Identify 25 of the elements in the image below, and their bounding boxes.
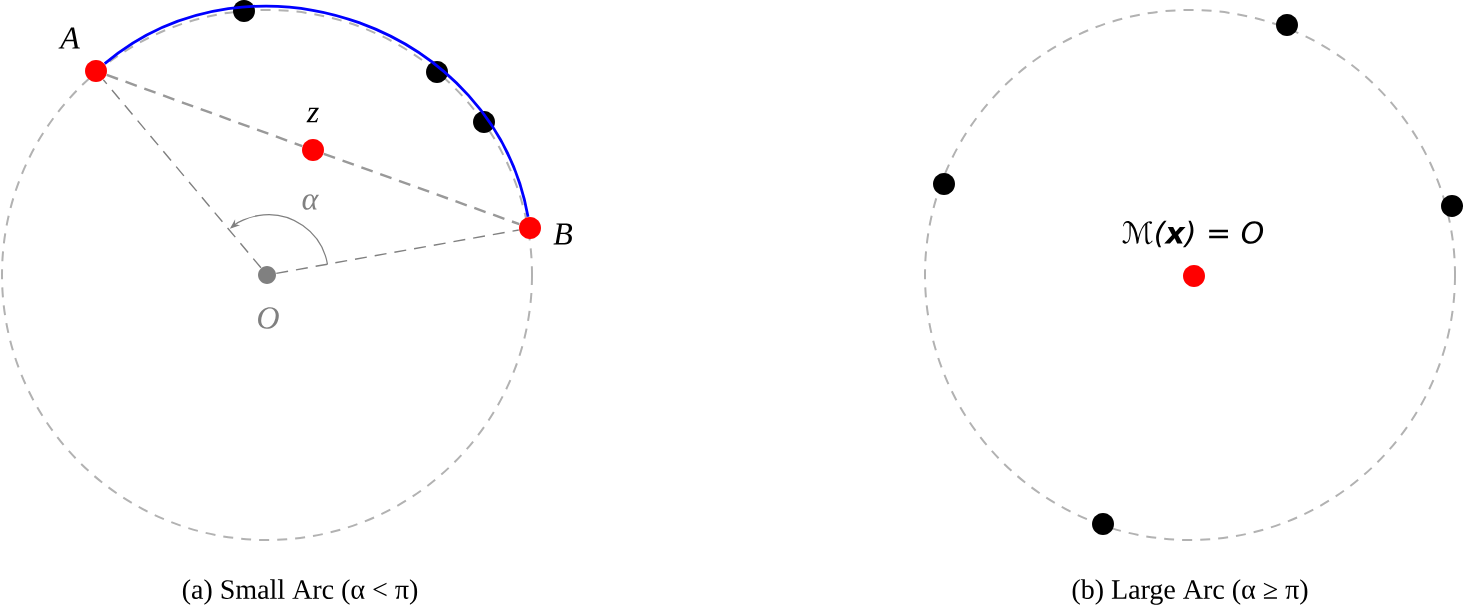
dot (1276, 14, 1298, 36)
dot (933, 173, 955, 195)
point-label: O (258, 307, 279, 329)
connector (102, 79, 262, 269)
connector (103, 4, 530, 218)
dot (1183, 265, 1205, 287)
dot (233, 0, 255, 22)
caption: (a) Small Arc (α < π) (182, 579, 418, 605)
point-label: ℳ(x) = O (1122, 220, 1264, 248)
connector (275, 229, 520, 275)
dot (519, 217, 541, 239)
connector (323, 152, 520, 226)
point-label: B (553, 223, 573, 245)
dot (473, 111, 495, 133)
dot (426, 61, 448, 83)
dot (1441, 195, 1463, 217)
dot (258, 266, 276, 284)
point-label: z (306, 107, 319, 123)
dot (302, 139, 324, 161)
dot (1092, 513, 1114, 535)
dot (85, 60, 107, 82)
point-label: A (58, 27, 80, 49)
caption: (b) Large Arc (α ≥ π) (1072, 579, 1308, 605)
angle-label: α (302, 194, 319, 210)
connector (106, 73, 303, 148)
